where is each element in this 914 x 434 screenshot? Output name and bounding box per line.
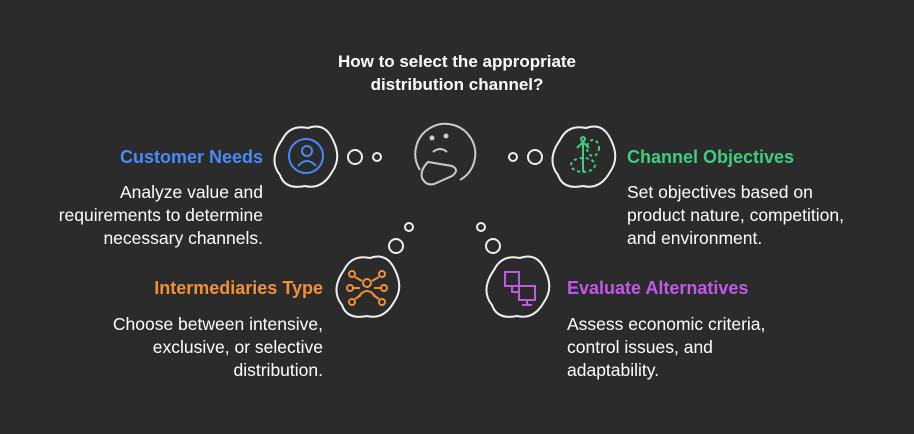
intermediaries-type-heading: Intermediaries Type	[154, 278, 323, 298]
text-line: requirements to determine	[58, 205, 263, 225]
channel-objectives-heading: Channel Objectives	[627, 147, 795, 167]
title-line: distribution channel?	[370, 75, 544, 94]
user-cycle-icon	[288, 138, 324, 174]
channel-objectives-description: Set objectives based on product nature, …	[627, 181, 844, 250]
text-line: necessary channels.	[103, 228, 263, 248]
text-line: Analyze value and	[119, 182, 263, 202]
customer-needs-heading: Customer Needs	[119, 147, 263, 167]
evaluate-alternatives-description: Assess economic criteria, control issues…	[567, 313, 765, 382]
diagram-title: How to select the appropriate distributi…	[257, 50, 657, 96]
text-line: Choose between intensive,	[112, 314, 323, 334]
intermediaries-type-description: Choose between intensive, exclusive, or …	[113, 313, 323, 382]
thought-bubbles	[347, 149, 543, 254]
text-line: exclusive, or selective	[152, 337, 323, 357]
cloud-intermediaries	[335, 255, 401, 318]
text-line: adaptability.	[567, 360, 660, 380]
text-line: product nature, competition,	[627, 205, 844, 225]
network-icon	[346, 270, 388, 306]
target-arrow-icon	[570, 136, 600, 173]
text-line: Assess economic criteria,	[567, 314, 766, 334]
thinking-face-icon	[414, 122, 477, 186]
evaluate-alternatives-heading: Evaluate Alternatives	[567, 278, 749, 298]
text-line: and environment.	[627, 228, 763, 248]
text-line: distribution.	[233, 360, 324, 380]
text-line: control issues, and	[567, 337, 713, 357]
text-line: Set objectives based on	[627, 182, 813, 202]
cloud-channel-objectives	[551, 125, 617, 188]
cloud-evaluate	[485, 255, 551, 318]
cloud-customer-needs	[273, 125, 339, 188]
ab-test-icon	[504, 271, 536, 306]
title-line: How to select the appropriate	[337, 52, 577, 71]
customer-needs-description: Analyze value and requirements to determ…	[59, 181, 263, 250]
